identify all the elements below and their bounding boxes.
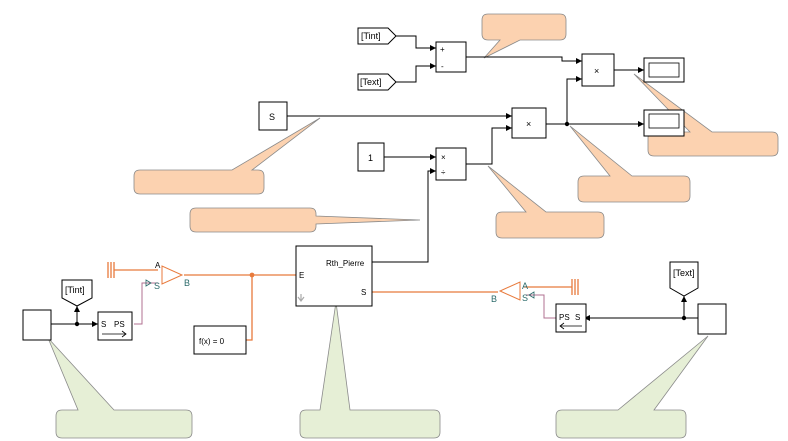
temperature-sensor-left[interactable]: A B S bbox=[145, 261, 190, 291]
ps-s-in-label: PS bbox=[559, 313, 570, 322]
const-1-label: 1 bbox=[368, 153, 373, 163]
callout-green-left[interactable] bbox=[47, 337, 193, 439]
const-1-block[interactable]: 1 bbox=[357, 142, 385, 172]
divide-mul-sign: × bbox=[441, 153, 446, 162]
signal-arrowheads bbox=[74, 45, 687, 327]
product-mid-symbol: × bbox=[526, 119, 531, 129]
scope-top-block[interactable] bbox=[643, 57, 685, 83]
down-arrow-icon bbox=[297, 294, 305, 302]
subsystem-port-s: S bbox=[361, 288, 366, 297]
text-goto-label: [Text] bbox=[673, 268, 695, 278]
callout-green-right[interactable] bbox=[555, 335, 709, 439]
product-top-symbol: × bbox=[594, 66, 599, 76]
callout-divide[interactable] bbox=[487, 165, 605, 239]
solver-config-block[interactable]: f(x) = 0 bbox=[193, 325, 247, 355]
text-from-label: [Text] bbox=[360, 77, 382, 87]
const-s-block[interactable]: S bbox=[258, 101, 288, 131]
sensor-left-b-label: B bbox=[184, 278, 190, 288]
callout-left-s[interactable] bbox=[133, 117, 321, 195]
subsystem-name: Rth_Pierre bbox=[326, 259, 365, 268]
thermal-reference-right bbox=[571, 279, 579, 295]
right-arrow-icon bbox=[102, 330, 127, 338]
const-s-label: S bbox=[269, 112, 275, 122]
tint-from-block[interactable]: [Tint] bbox=[357, 27, 397, 45]
s-ps-out-label: PS bbox=[114, 320, 125, 329]
callout-green-center[interactable] bbox=[299, 301, 441, 439]
product-mid-block[interactable]: × bbox=[511, 107, 547, 139]
callout-multiply[interactable] bbox=[569, 125, 691, 203]
s-ps-in-label: S bbox=[101, 320, 106, 329]
rth-pierre-subsystem[interactable]: Rth_Pierre E S bbox=[295, 245, 373, 307]
product-top-block[interactable]: × bbox=[581, 53, 615, 87]
sensor-left-a-label: A bbox=[155, 261, 161, 270]
ps-s-out-label: S bbox=[575, 313, 580, 322]
sensor-right-a-label: A bbox=[522, 281, 528, 291]
right-input-block[interactable] bbox=[697, 303, 727, 335]
sensor-right-s-label: S bbox=[522, 293, 528, 303]
left-arrow-icon bbox=[559, 322, 582, 330]
callout-top[interactable] bbox=[481, 13, 567, 59]
divide-div-sign: ÷ bbox=[441, 168, 446, 177]
ps-s-converter[interactable]: PS S bbox=[555, 303, 587, 333]
sensor-right-s-port-icon bbox=[528, 291, 535, 299]
tint-goto-label: [Tint] bbox=[65, 285, 85, 295]
sensor-left-s-port-icon bbox=[145, 279, 152, 287]
left-input-block[interactable] bbox=[22, 309, 52, 341]
thermal-reference-left bbox=[107, 262, 115, 278]
text-goto-block[interactable]: [Text] bbox=[669, 261, 699, 297]
callout-mid-left[interactable] bbox=[189, 207, 421, 233]
s-ps-converter[interactable]: S PS bbox=[97, 311, 133, 341]
sum-block[interactable]: + - bbox=[435, 41, 467, 73]
sensor-left-s-label: S bbox=[154, 281, 160, 291]
divide-block[interactable]: × ÷ bbox=[435, 147, 467, 181]
temperature-sensor-right[interactable]: A B S bbox=[491, 281, 535, 304]
physical-lines bbox=[114, 269, 572, 341]
subsystem-port-e: E bbox=[299, 271, 304, 280]
scope-mid-block[interactable] bbox=[643, 109, 685, 137]
sum-plus-sign: + bbox=[440, 45, 445, 54]
tint-goto-block[interactable]: [Tint] bbox=[61, 279, 93, 307]
text-from-block[interactable]: [Text] bbox=[357, 73, 397, 91]
solver-label: f(x) = 0 bbox=[199, 337, 225, 346]
sum-minus-sign: - bbox=[441, 62, 444, 71]
sensor-right-b-label: B bbox=[491, 294, 497, 304]
tint-from-label: [Tint] bbox=[361, 31, 381, 41]
